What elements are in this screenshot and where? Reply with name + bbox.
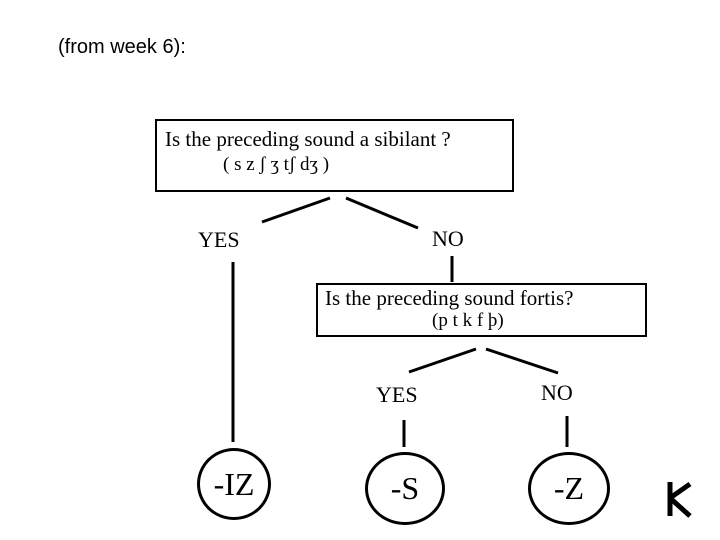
fortis-yes-label: YES — [376, 382, 418, 407]
corner-logo-icon — [667, 481, 692, 518]
sibilant-yes-label: YES — [198, 227, 240, 252]
slide-caption: (from week 6): — [58, 36, 186, 58]
connector-q2-yes — [408, 347, 477, 374]
outcome-iz-label: -IZ — [213, 465, 255, 502]
fortis-question-text: Is the preceding sound fortis? — [325, 286, 574, 310]
connector-q2-no — [485, 347, 559, 375]
fortis-no-label: NO — [541, 380, 573, 405]
sibilant-question-box: Is the preceding sound a sibilant ? ( s … — [155, 119, 514, 192]
connector-q1-yes — [261, 196, 331, 224]
connector-q1-no — [345, 196, 419, 230]
outcome-s-label: -S — [390, 470, 420, 506]
fortis-question-box: Is the preceding sound fortis? (p t k f … — [316, 283, 647, 337]
outcome-z-circle: -Z — [528, 452, 610, 525]
sibilant-no-label: NO — [432, 226, 464, 251]
outcome-z-label: -Z — [553, 470, 585, 506]
fortis-sounds: (p t k f þ) — [432, 310, 504, 331]
outcome-iz-circle: -IZ — [197, 448, 271, 520]
sibilant-sounds: ( s z ʃ ʒ tʃ dʒ ) — [223, 154, 330, 175]
sibilant-question-text: Is the preceding sound a sibilant ? — [165, 127, 451, 151]
outcome-s-circle: -S — [365, 452, 445, 525]
